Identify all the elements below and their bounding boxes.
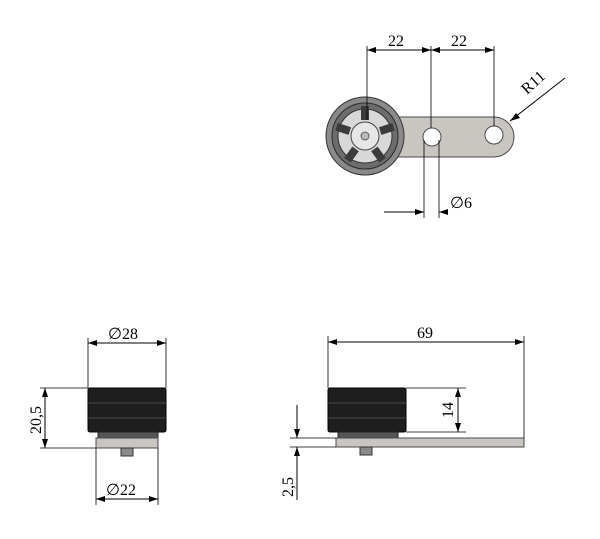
side-wheel-body (327, 387, 407, 433)
side-mount-plate (335, 437, 525, 448)
dim-base-diameter: ∅22 (106, 482, 136, 499)
dim-hole-diameter: ∅6 (450, 195, 472, 212)
dim-top-spacing-left: 22 (388, 33, 404, 50)
dim-wheel-diameter: ∅28 (108, 326, 138, 343)
side-axle (359, 446, 373, 456)
side-view-right: 69 14 2,5 (280, 325, 525, 500)
front-view-left: ∅28 20,5 ∅22 (28, 326, 167, 505)
front-axle (120, 447, 134, 457)
dim-wheel-height: 14 (440, 402, 457, 418)
dim-top-spacing-right: 22 (451, 33, 467, 50)
side-wheel-collar (337, 431, 399, 439)
top-view-axle (360, 131, 370, 141)
top-view-spokes (335, 106, 395, 163)
dim-plate-thickness: 2,5 (280, 477, 297, 497)
front-mount-plate (95, 437, 159, 449)
dim-height-total: 20,5 (28, 406, 45, 434)
dim-overall-length: 69 (417, 325, 433, 342)
front-wheel-collar (97, 431, 159, 439)
front-wheel-body (87, 387, 167, 433)
top-view-hole-2 (484, 125, 504, 145)
top-view: 22 22 R11 ∅6 (325, 33, 566, 218)
top-view-hole-1 (422, 127, 442, 147)
